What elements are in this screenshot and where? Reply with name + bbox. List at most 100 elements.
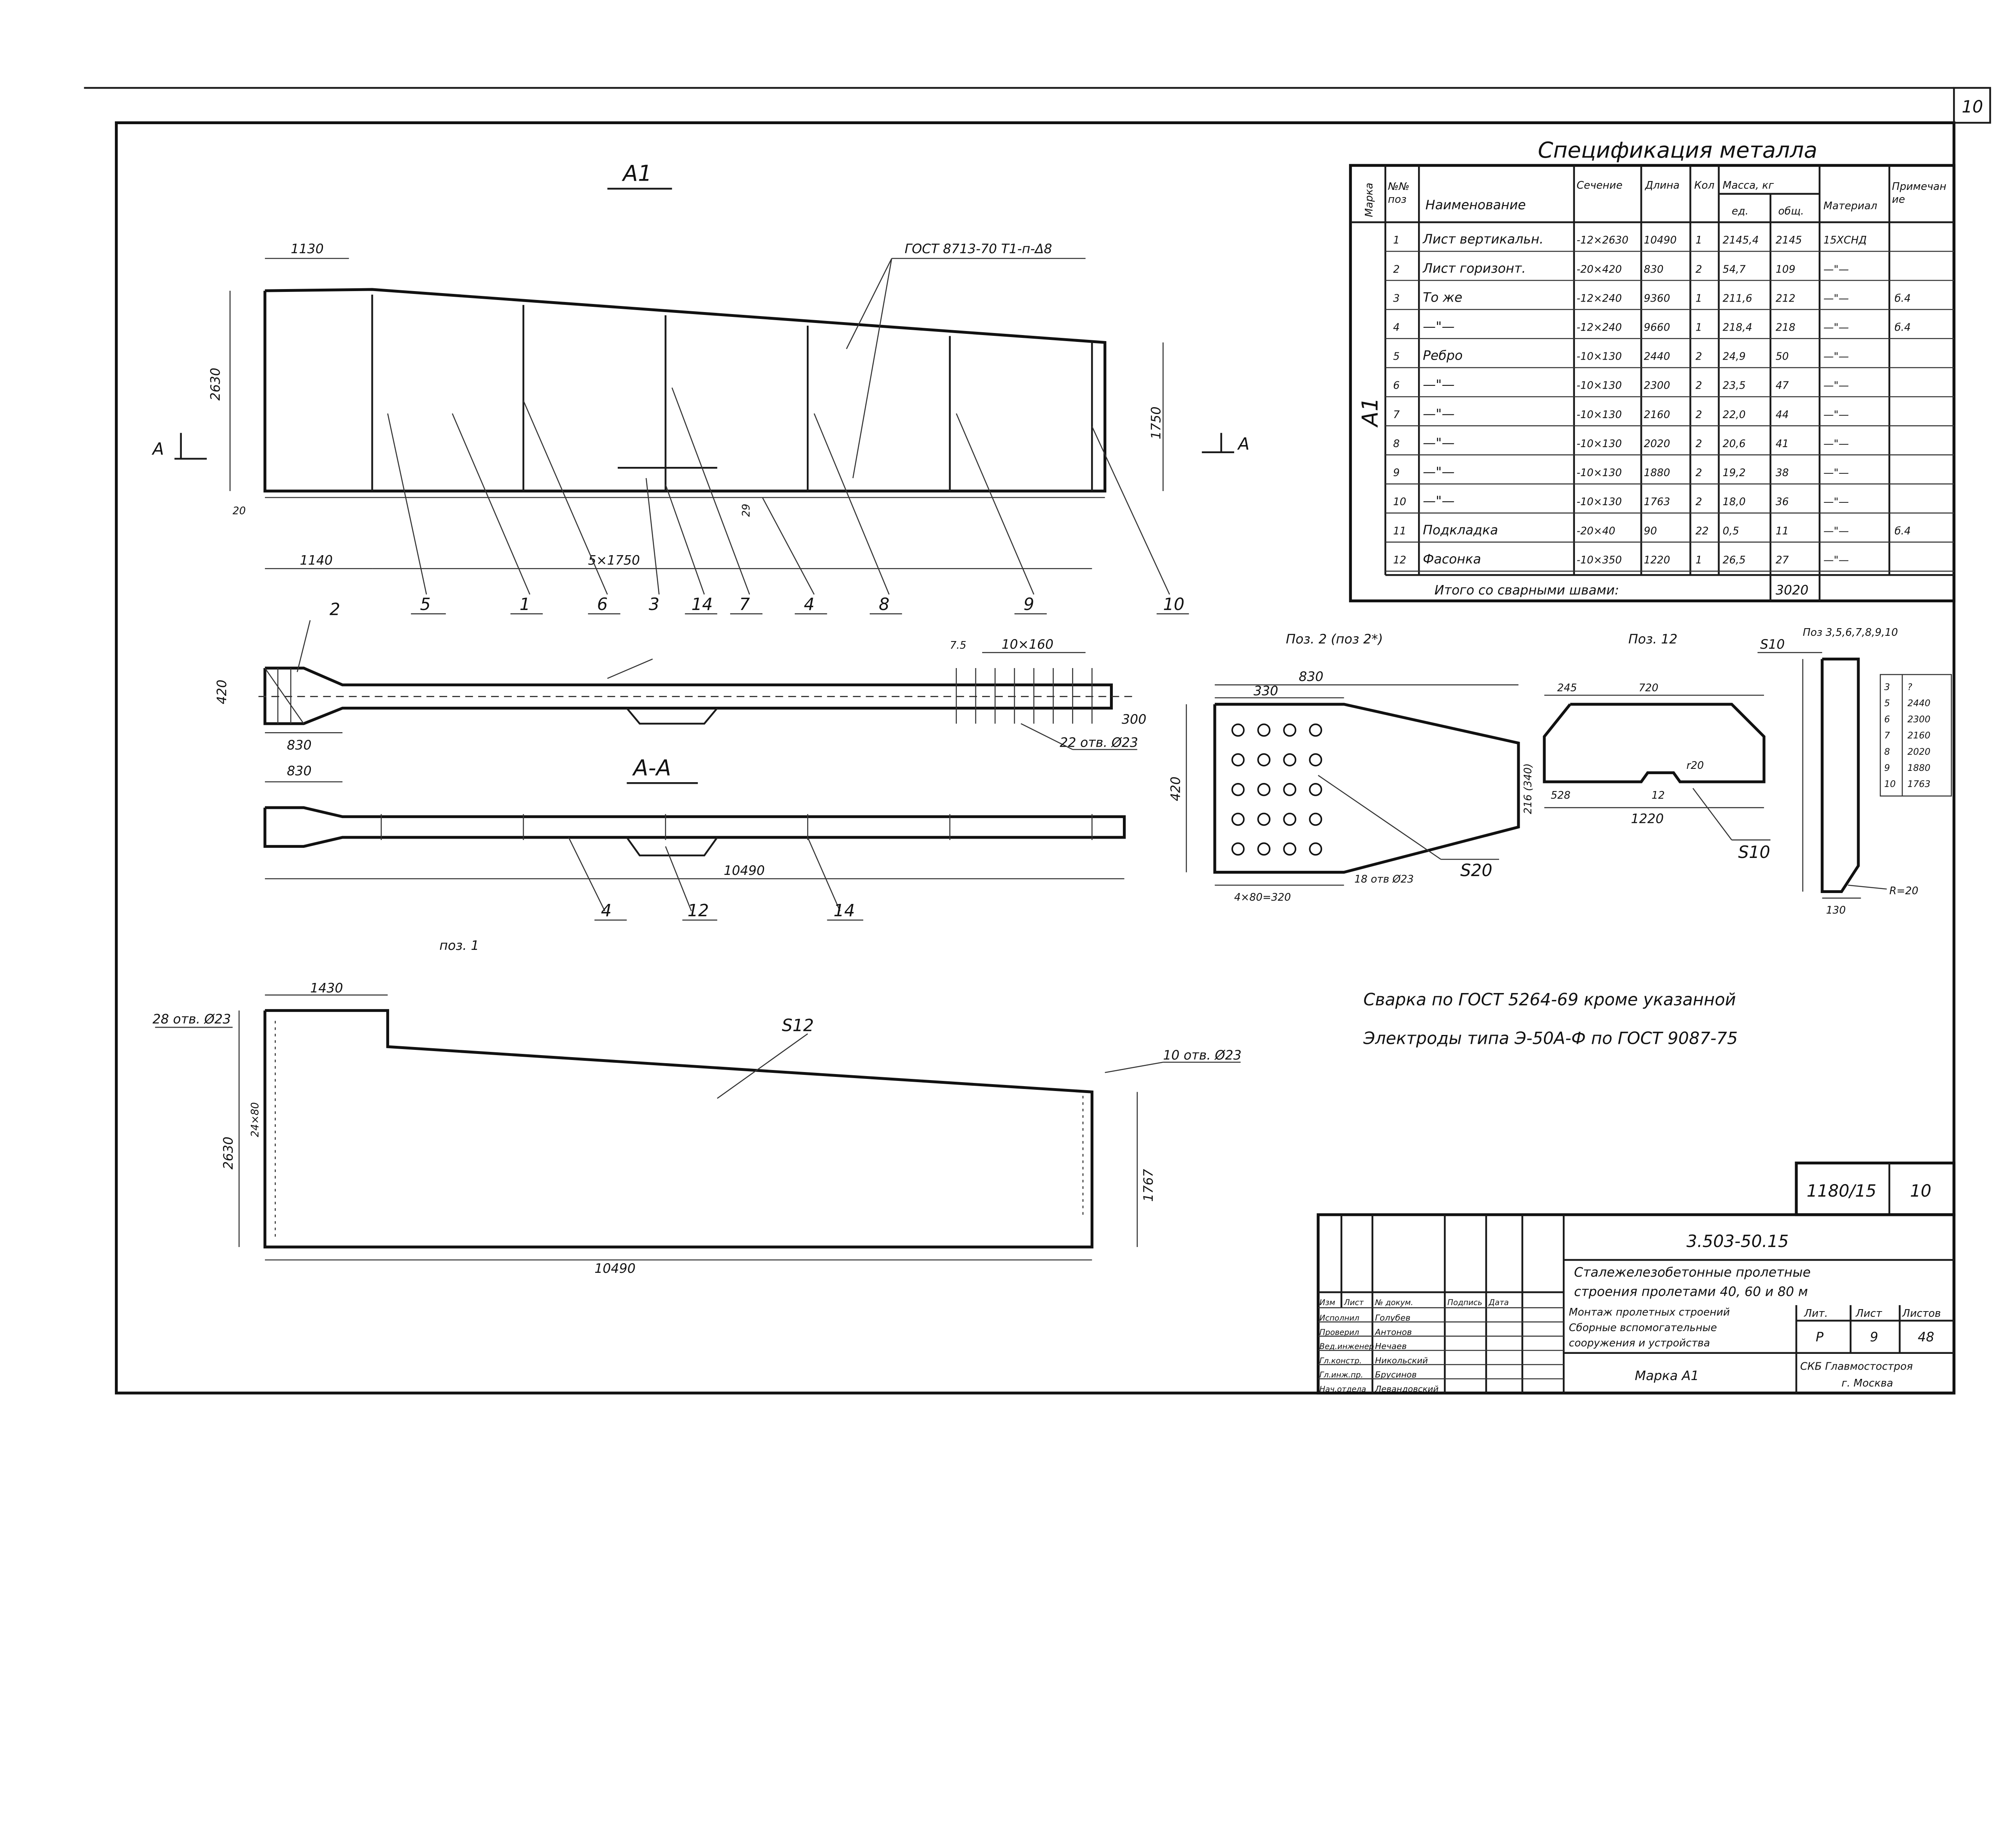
pos12-title: Поз. 12 bbox=[1628, 631, 1677, 647]
spec-cell-section: -10×130 bbox=[1577, 409, 1622, 421]
weld-gost-label: ГОСТ 8713-70 Т1-п-Δ8 bbox=[905, 241, 1052, 256]
spec-cell-mass-total: 38 bbox=[1776, 467, 1789, 479]
spec-cell-mass-total: 218 bbox=[1776, 322, 1795, 334]
spec-cell-mass-unit: 211,6 bbox=[1722, 292, 1752, 304]
page-number: 10 bbox=[1962, 97, 1983, 117]
spec-cell-mass-unit: 18,0 bbox=[1722, 496, 1745, 508]
length-table-length: 1763 bbox=[1908, 779, 1931, 789]
spec-cell-mass-total: 36 bbox=[1776, 496, 1789, 508]
spec-cell-section: -12×240 bbox=[1577, 292, 1622, 304]
spec-cell-mass-unit: 26,5 bbox=[1722, 554, 1745, 566]
bolt-hole bbox=[1309, 753, 1322, 766]
bolt-hole bbox=[1257, 812, 1270, 826]
pos3-radius: R=20 bbox=[1889, 885, 1918, 897]
length-table-pos: 9 bbox=[1884, 763, 1890, 773]
spec-cell-name: —"— bbox=[1423, 319, 1455, 334]
view-a1-title: А1 bbox=[622, 160, 652, 186]
spec-cell-name: Подкладка bbox=[1423, 522, 1498, 537]
bolt-hole bbox=[1283, 842, 1297, 856]
pos12-dim-12: 12 bbox=[1652, 789, 1665, 802]
callout-14: 14 bbox=[691, 594, 713, 614]
spec-mark-value: А1 bbox=[1357, 398, 1383, 428]
spec-cell-mass-unit: 22,0 bbox=[1722, 409, 1745, 421]
spec-head-material: Материал bbox=[1823, 200, 1877, 212]
spec-cell-qty: 1 bbox=[1695, 292, 1702, 304]
note-electrodes: Электроды типа Э-50А-Ф по ГОСТ 9087-75 bbox=[1363, 1029, 1737, 1048]
plan-dim-pitch: 10×160 bbox=[1002, 637, 1054, 652]
org-name: СКБ Главмостостроя bbox=[1800, 1360, 1913, 1372]
pos1-hole-pitch: 24×80 bbox=[249, 1102, 261, 1137]
dim-small: 29 bbox=[740, 504, 752, 517]
spec-cell-mass-unit: 20,6 bbox=[1722, 438, 1745, 450]
spec-cell-note: б.4 bbox=[1895, 525, 1911, 537]
length-table-pos: 6 bbox=[1884, 714, 1890, 725]
callout-8: 8 bbox=[879, 594, 889, 614]
spec-cell-note: б.4 bbox=[1895, 292, 1911, 304]
role-label: Вед.инженер bbox=[1319, 1342, 1374, 1351]
view-section-aa: А-А 830 10490 4 12 14 поз. 1 bbox=[263, 755, 1126, 953]
spec-cell-length: 1880 bbox=[1644, 467, 1670, 479]
dim-pitch: 5×1750 bbox=[588, 553, 640, 568]
length-table-length: ? bbox=[1908, 682, 1912, 693]
note-welding: Сварка по ГОСТ 5264-69 кроме указанной bbox=[1363, 990, 1736, 1010]
spec-cell-name: Ребро bbox=[1423, 348, 1463, 363]
spec-cell-section: -10×130 bbox=[1577, 467, 1622, 479]
bolt-hole bbox=[1231, 783, 1245, 796]
spec-head-qty: Кол bbox=[1694, 179, 1714, 192]
callout-4: 4 bbox=[804, 594, 815, 614]
length-table-pos: 7 bbox=[1884, 731, 1890, 741]
spec-cell-mass-total: 212 bbox=[1776, 292, 1795, 304]
stage-header: Лит. bbox=[1804, 1307, 1828, 1320]
sheet-header: Лист bbox=[1856, 1307, 1883, 1320]
spec-head-name: Наименование bbox=[1425, 197, 1526, 212]
detail-pos1-plate: 28 отв. Ø23 1430 S12 10 отв. Ø23 2630 17… bbox=[152, 981, 1241, 1276]
bolt-hole bbox=[1309, 842, 1322, 856]
spec-cell-material: —"— bbox=[1823, 409, 1849, 421]
length-table-pos: 8 bbox=[1884, 747, 1890, 757]
pos1-holes-left: 28 отв. Ø23 bbox=[152, 1011, 231, 1026]
spec-cell-material: —"— bbox=[1823, 467, 1849, 479]
spec-cell-mass-total: 47 bbox=[1776, 380, 1789, 392]
spec-cell-mass-unit: 218,4 bbox=[1722, 322, 1752, 334]
pos12-dim-528: 528 bbox=[1551, 789, 1570, 802]
aa-dim-830: 830 bbox=[287, 763, 312, 779]
spec-cell-mass-total: 2145 bbox=[1776, 234, 1802, 246]
spec-head-note: Примечание bbox=[1892, 181, 1947, 206]
title-col-head: Лист bbox=[1343, 1298, 1364, 1307]
pos1-label: поз. 1 bbox=[439, 938, 479, 953]
bolt-hole bbox=[1309, 812, 1322, 826]
spec-cell-material: —"— bbox=[1823, 554, 1849, 566]
spec-cell-material: 15ХСНД bbox=[1823, 234, 1866, 246]
length-table-length: 2300 bbox=[1908, 714, 1931, 725]
spec-cell-mass-total: 41 bbox=[1776, 438, 1789, 450]
callout-7: 7 bbox=[739, 594, 750, 614]
title-col-head: Изм bbox=[1319, 1298, 1335, 1307]
aa-callout-4: 4 bbox=[601, 900, 612, 920]
spec-cell-mass-total: 50 bbox=[1776, 351, 1789, 363]
title-desc-1: Монтаж пролетных строений bbox=[1569, 1306, 1730, 1318]
spec-cell-mass-unit: 23,5 bbox=[1722, 380, 1745, 392]
plan-dim-7-5: 7.5 bbox=[950, 639, 966, 652]
role-label: Гл.констр. bbox=[1319, 1356, 1362, 1365]
plan-dim-300: 300 bbox=[1122, 712, 1146, 727]
spec-cell-mass-total: 44 bbox=[1776, 409, 1789, 421]
spec-cell-qty: 1 bbox=[1695, 234, 1702, 246]
spec-head-pos: №№ поз bbox=[1388, 181, 1410, 206]
pos2-dim-h2: 216 (340) bbox=[1522, 763, 1534, 814]
length-table-pos: 5 bbox=[1884, 698, 1890, 709]
bolt-hole bbox=[1309, 783, 1322, 796]
pos2-dim-w2: 330 bbox=[1254, 683, 1278, 698]
spec-cell-name: Лист горизонт. bbox=[1422, 260, 1526, 276]
spec-cell-mass-unit: 24,9 bbox=[1722, 351, 1745, 363]
spec-cell-mass-unit: 19,2 bbox=[1722, 467, 1745, 479]
spec-total-label: Итого со сварными швами: bbox=[1435, 582, 1619, 598]
bolt-hole-grid bbox=[1231, 723, 1322, 856]
spec-cell-qty: 2 bbox=[1695, 438, 1702, 450]
spec-cell-pos: 7 bbox=[1393, 409, 1400, 421]
pos1-dim-height-right: 1767 bbox=[1141, 1169, 1156, 1202]
org-city: г. Москва bbox=[1841, 1377, 1893, 1389]
spec-cell-section: -10×130 bbox=[1577, 380, 1622, 392]
